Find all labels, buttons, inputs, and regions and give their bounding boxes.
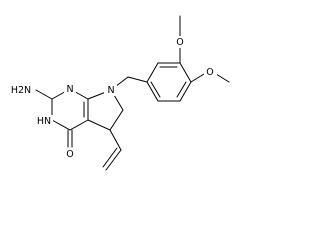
bond-c4-n3 [51, 119, 71, 131]
bond-c6-c5 [109, 109, 124, 131]
bond-c5-vinyl [109, 129, 122, 151]
ring-nitrogen-label: N [66, 84, 73, 95]
bond-vinyl-double-1 [105, 149, 122, 171]
methoxy-top-oxygen-label: O [176, 37, 183, 48]
chemical-structure: N HN N O O O H2N [7, 15, 230, 171]
bond-ar-c1-c2 [146, 62, 159, 83]
bond-c4a-c4 [69, 119, 89, 131]
bond-ar-inner-2 [176, 81, 187, 98]
amino-group-label: H2N [11, 85, 31, 96]
pyrrole-nitrogen-label: N [107, 85, 114, 96]
bond-ome-right-methyl [215, 73, 230, 83]
bond-c5-c4a [87, 119, 111, 131]
methoxy-right-oxygen-label: O [206, 67, 213, 78]
bond-ch2-ar [127, 76, 148, 83]
bond-c2-nh2 [35, 89, 53, 100]
atom-labels: N HN N O O O H2N [7, 36, 217, 160]
bond-ar-c6-c1 [146, 81, 159, 102]
carbonyl-oxygen-label: O [66, 149, 73, 160]
bond-ar-inner-3 [150, 81, 161, 98]
bond-c4-ome [190, 73, 205, 83]
ring-nh-label: HN [37, 116, 51, 127]
bond-vinyl-double-2 [102, 147, 118, 168]
bond-ar-c3-c4 [179, 62, 192, 83]
bond-ar-c4-c5 [179, 81, 192, 102]
dimethoxybenzyl-group [110, 15, 230, 102]
vinyl-group [102, 129, 122, 171]
